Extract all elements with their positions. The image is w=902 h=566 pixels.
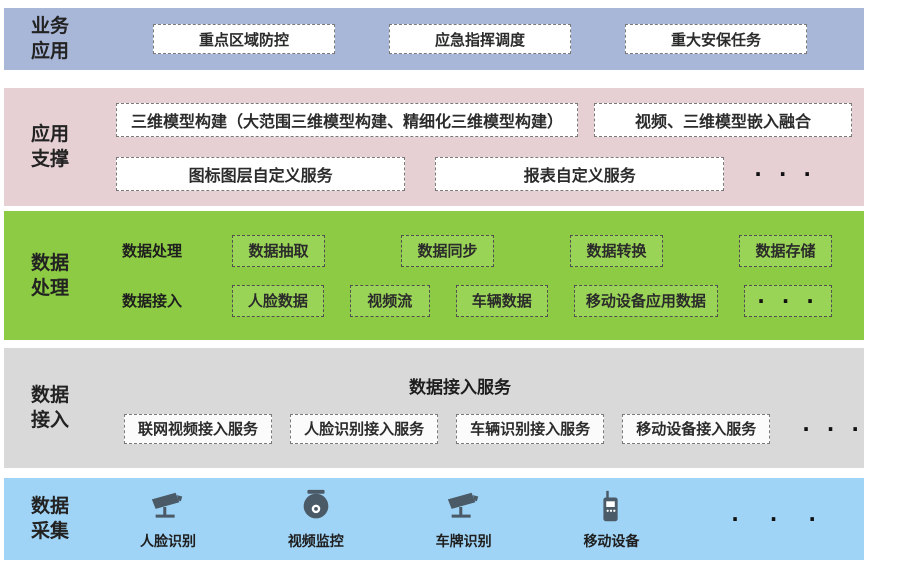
access-item-mobile-device: 移动设备接入服务 [622, 413, 771, 444]
walkie-talkie-icon [592, 488, 630, 526]
layer-business-label: 业务 应用 [30, 15, 69, 62]
processing-item-transform: 数据转换 [570, 234, 663, 267]
collection-item-label: 移动设备 [583, 533, 640, 550]
layer-data-access: 数据 接入 数据接入服务 联网视频接入服务 人脸识别接入服务 车辆识别接入服务 … [4, 348, 864, 468]
business-row: 重点区域防控 应急指挥调度 重大安保任务 [96, 24, 864, 54]
layer-processing-content: 数据处理 数据抽取 数据同步 数据转换 数据存储 数据接入 人脸数据 视频流 车… [96, 211, 864, 340]
ellipsis-dots: · · · [731, 507, 828, 531]
access-service-title: 数据接入服务 [409, 377, 511, 398]
support-item-3d-model: 三维模型构建（大范围三维模型构建、精细化三维模型构建） [116, 103, 578, 137]
processing-row-title: 数据处理 [122, 242, 183, 260]
ingest-item-video-stream: 视频流 [349, 284, 430, 317]
access-item-face-recognition: 人脸识别接入服务 [290, 413, 439, 444]
dome-camera-icon [297, 488, 335, 526]
layer-collection-label: 数据 采集 [30, 495, 69, 542]
processing-item-store: 数据存储 [739, 234, 832, 267]
layer-data-processing: 数据 处理 数据处理 数据抽取 数据同步 数据转换 数据存储 数据接入 人脸数据… [4, 211, 864, 340]
support-row-1: 三维模型构建（大范围三维模型构建、精细化三维模型构建） 视频、三维模型嵌入融合 [96, 103, 864, 137]
support-item-video-fusion: 视频、三维模型嵌入融合 [594, 103, 852, 137]
processing-row: 数据处理 数据抽取 数据同步 数据转换 数据存储 [96, 234, 864, 267]
layer-business-apps: 业务 应用 重点区域防控 应急指挥调度 重大安保任务 [4, 8, 864, 70]
layer-collection-content: 人脸识别 视频监控 [96, 478, 864, 560]
layer-app-support: 应用 支撑 三维模型构建（大范围三维模型构建、精细化三维模型构建） 视频、三维模… [4, 88, 864, 206]
business-item-key-area: 重点区域防控 [153, 24, 335, 54]
support-item-report-custom: 报表自定义服务 [435, 157, 725, 191]
data-ingest-row: 数据接入 人脸数据 视频流 车辆数据 移动设备应用数据 · · · [96, 284, 864, 317]
support-item-layer-custom: 图标图层自定义服务 [116, 157, 406, 191]
ingest-ellipsis-box: · · · [744, 284, 832, 317]
collection-item-face: 人脸识别 [140, 488, 196, 551]
ingest-item-face-data: 人脸数据 [232, 284, 324, 317]
collection-item-video: 视频监控 [288, 488, 344, 551]
layer-support-content: 三维模型构建（大范围三维模型构建、精细化三维模型构建） 视频、三维模型嵌入融合 … [96, 88, 864, 206]
layer-business-content: 重点区域防控 应急指挥调度 重大安保任务 [96, 8, 864, 70]
cctv-camera-icon [149, 488, 187, 526]
collection-item-label: 车牌识别 [435, 533, 492, 550]
layer-data-collection: 数据 采集 人脸识别 [4, 478, 864, 560]
layer-processing-label: 数据 处理 [30, 251, 69, 299]
ingest-row-title: 数据接入 [122, 292, 183, 310]
collection-item-plate: 车牌识别 [436, 488, 492, 551]
access-item-network-video: 联网视频接入服务 [124, 413, 273, 444]
layer-access-content: 数据接入服务 联网视频接入服务 人脸识别接入服务 车辆识别接入服务 移动设备接入… [96, 348, 864, 468]
layer-access-label: 数据 接入 [30, 384, 69, 431]
access-item-vehicle-recognition: 车辆识别接入服务 [456, 413, 605, 444]
collection-row: 人脸识别 视频监控 [96, 478, 864, 560]
business-item-emergency-command: 应急指挥调度 [389, 24, 571, 54]
business-item-security-task: 重大安保任务 [625, 24, 807, 54]
ellipsis-dots: · · · [754, 162, 816, 186]
layer-support-label: 应用 支撑 [30, 123, 69, 170]
cctv-camera-icon [445, 488, 483, 526]
collection-item-label: 人脸识别 [140, 533, 196, 550]
access-row: 联网视频接入服务 人脸识别接入服务 车辆识别接入服务 移动设备接入服务 · · … [96, 413, 864, 444]
support-row-2: 图标图层自定义服务 报表自定义服务 · · · [96, 157, 864, 191]
ellipsis-dots: · · · [757, 288, 819, 313]
ellipsis-dots: · · · [802, 416, 864, 441]
ingest-item-vehicle-data: 车辆数据 [455, 284, 548, 317]
processing-item-extract: 数据抽取 [232, 234, 325, 267]
processing-item-sync: 数据同步 [401, 234, 494, 267]
ingest-item-mobile-app-data: 移动设备应用数据 [573, 284, 719, 317]
collection-item-label: 视频监控 [287, 533, 344, 550]
collection-item-mobile: 移动设备 [583, 488, 639, 551]
